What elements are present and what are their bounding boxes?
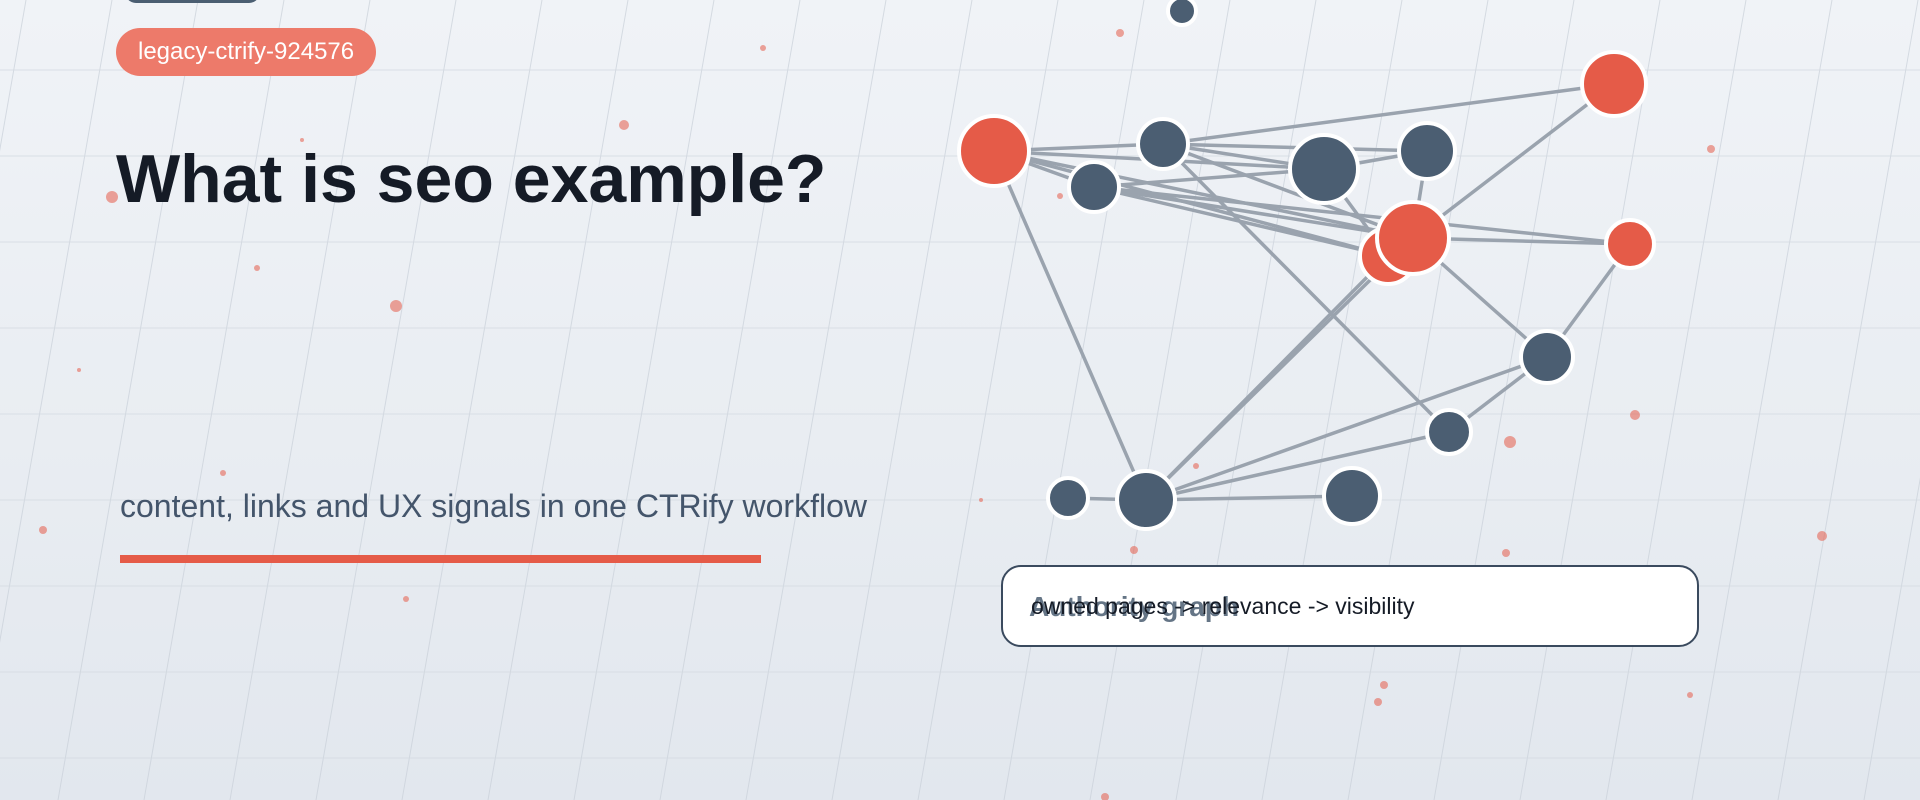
grid-line: [229, 0, 371, 800]
background-dot: [760, 45, 766, 51]
graph-edge: [992, 149, 1148, 502]
graph-node: [1425, 408, 1473, 456]
background-dot: [1116, 29, 1124, 37]
graph-card-title: Authority graph: [1029, 591, 1239, 622]
graph-node: [1166, 0, 1198, 27]
graph-node: [1136, 117, 1190, 171]
background-dot: [1630, 410, 1640, 420]
grid-line: [573, 0, 715, 800]
background-dot: [1687, 692, 1693, 698]
background-dot: [1504, 436, 1516, 448]
graph-node: [1115, 469, 1177, 531]
background-dots: [39, 29, 1827, 800]
grid-line: [0, 0, 113, 643]
grid-line: [401, 0, 543, 800]
graph-edge: [1144, 355, 1549, 502]
grid-line: [143, 0, 285, 800]
graph-edge: [1411, 82, 1616, 240]
grid-line: [831, 0, 973, 800]
grid-line: [1261, 0, 1403, 800]
grid-line: [1777, 0, 1919, 800]
background-dot: [1057, 193, 1063, 199]
accent-underline: [120, 555, 761, 563]
grid-line: [1003, 0, 1145, 800]
graph-node: [1322, 466, 1382, 526]
graph-edge: [1144, 254, 1390, 502]
grid-line: [745, 0, 887, 800]
graph-card-caption: owned pages -> relevance -> visibility: [1031, 593, 1415, 619]
grid-line: [659, 0, 801, 800]
background-dot: [619, 120, 629, 130]
grid-line: [487, 0, 629, 800]
grid-line: [0, 0, 27, 152]
background-dot: [106, 191, 118, 203]
grid-line: [57, 0, 199, 800]
graph-edge: [1161, 142, 1415, 240]
graph-node-accent: [1604, 218, 1656, 270]
graph-edge: [992, 149, 1390, 258]
graph-edge: [1092, 185, 1415, 240]
background-dot: [39, 526, 47, 534]
background-dot: [1817, 531, 1827, 541]
background-dot: [254, 265, 260, 271]
graph-node-accent: [957, 114, 1031, 188]
graph-edge: [1144, 430, 1451, 502]
slug-badge: legacy-ctrify-924576: [116, 28, 377, 76]
background-dot: [220, 470, 226, 476]
graph-node: [1519, 329, 1575, 385]
background-dot: [1380, 681, 1388, 689]
background-dot: [77, 368, 81, 372]
grid-line: [917, 0, 1059, 800]
background-dot: [1374, 698, 1382, 706]
background-dot: [1130, 546, 1138, 554]
graph-card: Authority graph owned pages -> relevance…: [1001, 565, 1699, 647]
graph-node-accent: [1580, 50, 1648, 118]
top-tab: [125, 0, 260, 3]
graph-node: [1046, 476, 1090, 520]
grid-line: [1089, 0, 1231, 800]
grid-line: [315, 0, 457, 800]
graph-edge: [992, 149, 1415, 240]
graph-edge: [1161, 142, 1429, 153]
background-dot: [979, 498, 983, 502]
grid-line: [1863, 477, 1920, 800]
background-dot: [1502, 549, 1510, 557]
graph-edge: [1161, 82, 1616, 146]
background-dot: [1193, 463, 1199, 469]
graph-node: [1397, 121, 1457, 181]
background-dot: [1707, 145, 1715, 153]
grid-line: [1605, 0, 1747, 800]
grid-line: [1519, 0, 1661, 800]
background-dot: [403, 596, 409, 602]
graph-edge: [1144, 494, 1354, 502]
graph-nodes: [957, 0, 1656, 531]
graph-edge: [1092, 167, 1326, 189]
graph-edge: [1092, 185, 1632, 246]
graph-node-accent: [1375, 200, 1451, 276]
graph-node: [1067, 160, 1121, 214]
background-dot: [390, 300, 402, 312]
grid-line: [1691, 0, 1833, 800]
graph-edges: [992, 82, 1632, 502]
page-subtitle: content, links and UX signals in one CTR…: [120, 488, 867, 524]
background-dot: [1101, 793, 1109, 800]
graph-edge: [1161, 142, 1451, 434]
graph-node: [1288, 133, 1360, 205]
page-title: What is seo example?: [116, 141, 827, 217]
background-dot: [300, 138, 304, 142]
